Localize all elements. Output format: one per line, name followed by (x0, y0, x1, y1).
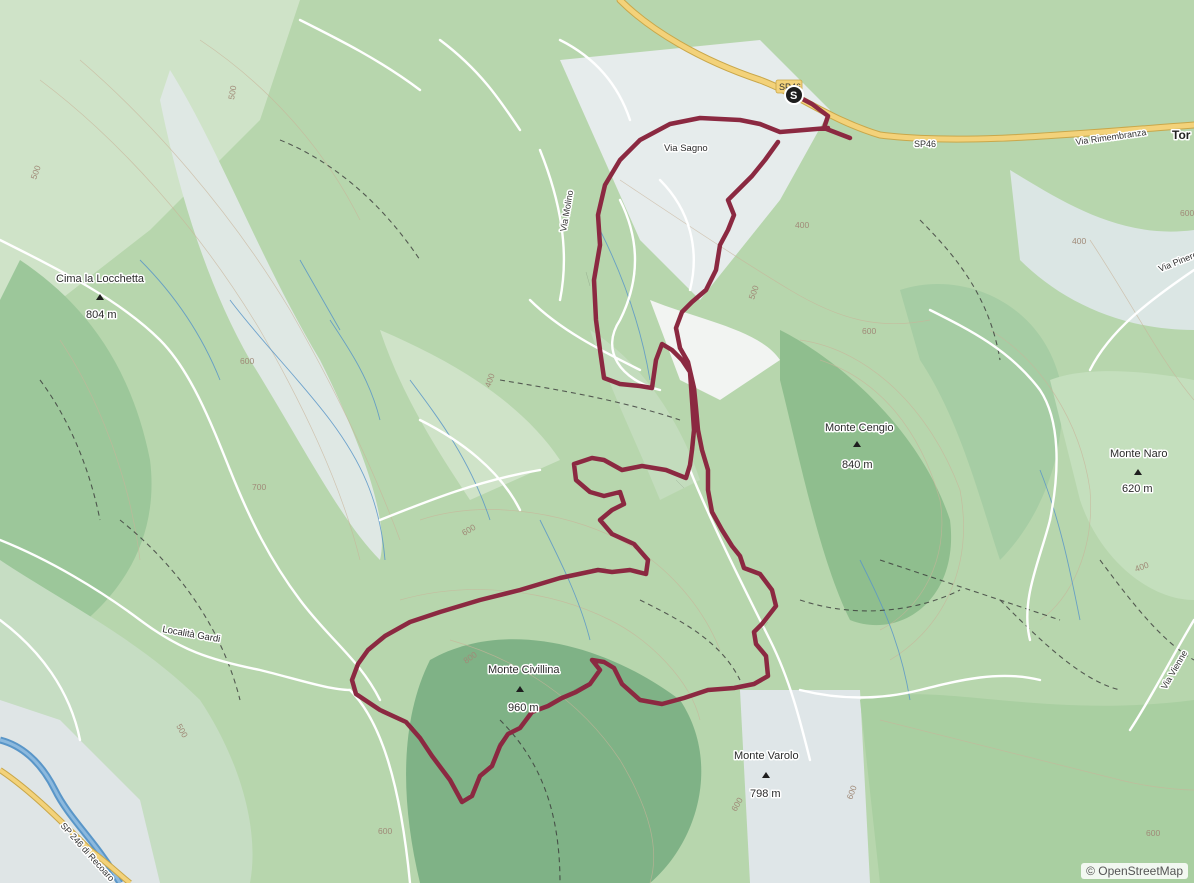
contour-label: 600 (862, 326, 876, 336)
peak-name-monte-naro: Monte Naro (1110, 448, 1167, 460)
route-direction-arrows (403, 181, 769, 745)
start-letter: S (790, 90, 797, 102)
contour-label: 600 (378, 826, 392, 836)
town-label-partial: Tor (1172, 128, 1191, 142)
peak-name-monte-cengio: Monte Cengio (825, 422, 894, 434)
start-icon (784, 85, 804, 105)
peak-elev-monte-cengio: 840 m (842, 459, 873, 471)
road-label-sp46: SP46 (914, 139, 936, 149)
peak-name-monte-civillina: Monte Civillina (488, 664, 560, 676)
contour-label: 400 (1133, 560, 1150, 574)
contour-label: 400 (1072, 236, 1086, 246)
contour-labels: 500 500 600 700 600 800 400 500 600 600 … (28, 84, 1194, 838)
peak-icon (762, 772, 770, 778)
peak-icon (1134, 469, 1142, 475)
peak-labels: Cima la Locchetta 804 m Monte Cengio 840… (55, 272, 1169, 802)
contour-label: 500 (226, 84, 238, 100)
hiking-route[interactable] (349, 91, 853, 805)
contour-label: 600 (1146, 828, 1160, 838)
peak-elev-monte-varolo: 798 m (750, 788, 781, 800)
start-marker[interactable]: SP46 S (775, 79, 804, 105)
peak-elev-monte-civillina: 960 m (508, 702, 539, 714)
road-label-via-sagno: Via Sagno (664, 143, 708, 154)
peak-icon (516, 686, 524, 692)
peak-name-cima-la-locchetta: Cima la Locchetta (56, 273, 145, 285)
contour-label: 600 (844, 784, 858, 801)
peak-markers (96, 294, 1142, 778)
contour-label: 500 (746, 284, 760, 301)
peak-elev-monte-naro: 620 m (1122, 483, 1153, 495)
trails (39, 139, 1194, 883)
map-attribution[interactable]: © OpenStreetMap (1081, 863, 1188, 879)
contour-label: 600 (240, 356, 254, 366)
peak-name-monte-varolo: Monte Varolo (734, 750, 799, 762)
peak-icon (96, 294, 104, 300)
peak-elev-cima-la-locchetta: 804 m (86, 309, 117, 321)
contour-label: 600 (1180, 208, 1194, 218)
minor-roads (0, 18, 1194, 883)
contour-label: 400 (482, 372, 496, 389)
contour-label: 500 (28, 164, 42, 181)
peak-icon (853, 441, 861, 447)
contour-label: 700 (252, 482, 266, 492)
contour-label: 400 (795, 220, 809, 230)
